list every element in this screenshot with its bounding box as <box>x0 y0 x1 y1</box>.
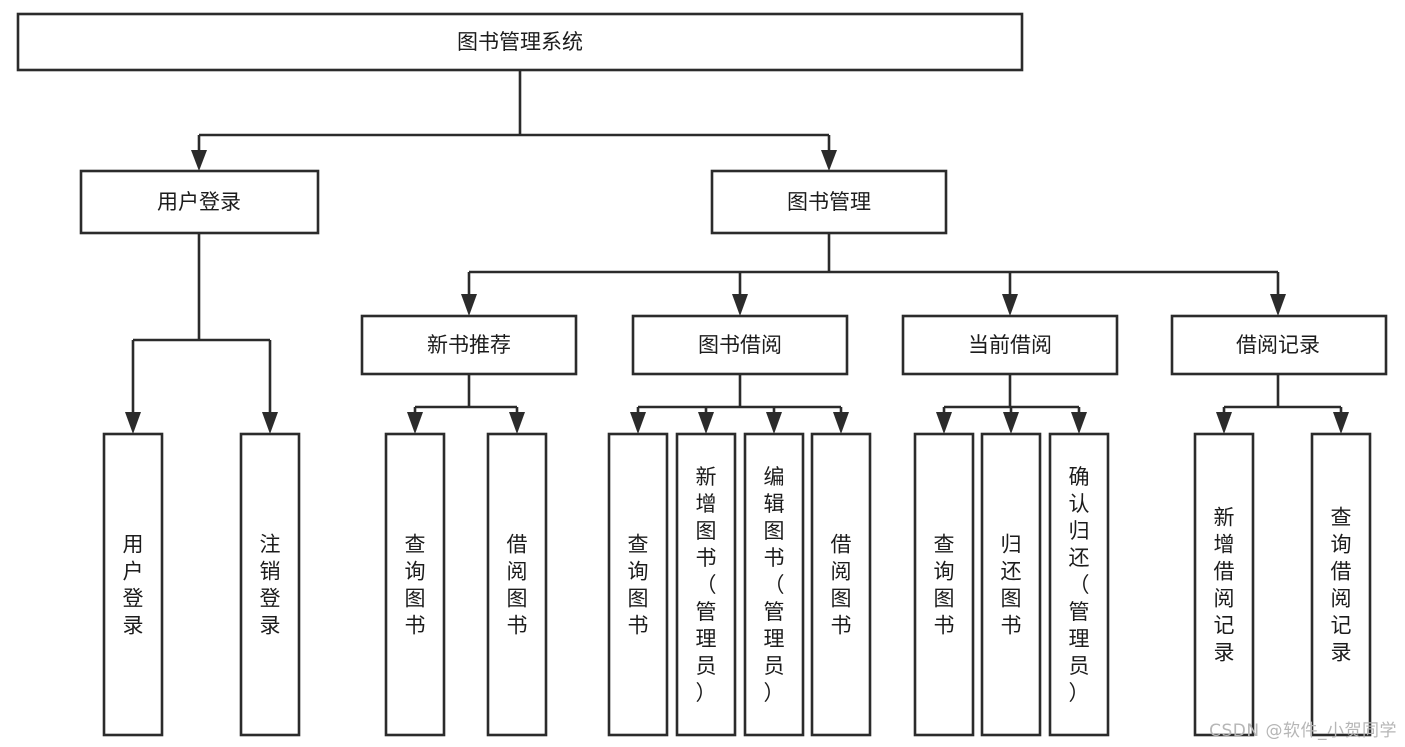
leaf-node-borrow-book-recommend[interactable]: 借阅图书 <box>486 432 548 737</box>
node-user-login-box[interactable] <box>79 169 320 235</box>
leaf-node-query-book-current[interactable]: 查询图书 <box>913 432 975 737</box>
node-book-borrow-box[interactable] <box>631 314 849 376</box>
node-new-book-recommend-label: 新书推荐 <box>427 333 511 357</box>
arrowhead-leaf-query-borrow-record <box>1333 412 1349 434</box>
arrowhead-leaf-borrow-book-recommend <box>509 412 525 434</box>
node-new-book-recommend-box[interactable] <box>360 314 578 376</box>
leaf-node-logout[interactable]: 注销登录 <box>239 432 301 737</box>
leaf-node-return-book-box[interactable] <box>980 432 1042 737</box>
leaf-node-confirm-return-admin-label: 确认归还（管理员） <box>1069 465 1090 705</box>
arrowhead-leaf-logout <box>262 412 278 434</box>
node-book-borrow-label: 图书借阅 <box>698 333 782 357</box>
leaf-node-query-book-recommend[interactable]: 查询图书 <box>384 432 446 737</box>
leaf-node-add-borrow-record[interactable]: 新增借阅记录 <box>1193 432 1255 737</box>
leaf-node-edit-book-admin-label: 编辑图书（管理员） <box>764 465 785 705</box>
node-root-label: 图书管理系统 <box>457 30 583 54</box>
connector-group-user-login <box>125 233 278 434</box>
node-current-borrow[interactable]: 当前借阅 <box>901 314 1119 376</box>
node-borrow-record-label: 借阅记录 <box>1236 333 1320 357</box>
leaf-node-borrow-book-recommend-label: 借阅图书 <box>507 533 528 638</box>
leaf-node-user-login[interactable]: 用户登录 <box>102 432 164 737</box>
leaf-node-borrow-book-recommend-box[interactable] <box>486 432 548 737</box>
arrowhead-leaf-borrow-book <box>833 412 849 434</box>
leaf-node-query-borrow-record-box[interactable] <box>1310 432 1372 737</box>
arrowhead-leaf-query-book-recommend <box>407 412 423 434</box>
connector-group-book-borrow <box>630 374 849 434</box>
leaf-node-query-book-borrow[interactable]: 查询图书 <box>607 432 669 737</box>
node-root[interactable]: 图书管理系统 <box>16 12 1024 72</box>
leaf-node-user-login-label: 用户登录 <box>123 533 144 638</box>
leaf-node-add-borrow-record-box[interactable] <box>1193 432 1255 737</box>
leaf-node-query-book-borrow-label: 查询图书 <box>628 533 649 638</box>
node-new-book-recommend[interactable]: 新书推荐 <box>360 314 578 376</box>
node-book-management-label: 图书管理 <box>787 190 871 214</box>
arrowhead-current-borrow <box>1002 294 1018 316</box>
node-root-box[interactable] <box>16 12 1024 72</box>
leaf-node-query-book-borrow-box[interactable] <box>607 432 669 737</box>
connector-group-current-borrow <box>936 374 1087 434</box>
node-current-borrow-box[interactable] <box>901 314 1119 376</box>
arrowhead-book-borrow <box>732 294 748 316</box>
leaf-node-query-book-current-label: 查询图书 <box>934 533 955 638</box>
csdn-watermark: CSDN @软件_小贺同学 <box>1209 721 1397 741</box>
arrowhead-leaf-add-book-admin <box>698 412 714 434</box>
node-user-login[interactable]: 用户登录 <box>79 169 320 235</box>
node-borrow-record-box[interactable] <box>1170 314 1388 376</box>
node-current-borrow-label: 当前借阅 <box>968 333 1052 357</box>
arrowhead-user-login <box>191 150 207 171</box>
leaf-node-query-borrow-record[interactable]: 查询借阅记录 <box>1310 432 1372 737</box>
leaf-node-borrow-book-label: 借阅图书 <box>831 533 852 638</box>
leaf-node-add-borrow-record-label: 新增借阅记录 <box>1214 506 1235 665</box>
arrowhead-leaf-return-book <box>1003 412 1019 434</box>
leaf-node-add-book-admin[interactable]: 新增图书（管理员） <box>675 432 737 737</box>
leaf-node-query-book-recommend-label: 查询图书 <box>405 533 426 638</box>
node-book-management-box[interactable] <box>710 169 948 235</box>
arrowhead-leaf-edit-book-admin <box>766 412 782 434</box>
connector-group-borrow-record <box>1216 374 1349 434</box>
node-book-management[interactable]: 图书管理 <box>710 169 948 235</box>
node-book-borrow[interactable]: 图书借阅 <box>631 314 849 376</box>
arrowhead-borrow-record <box>1270 294 1286 316</box>
connector-group-book-management <box>461 233 1286 316</box>
leaf-node-edit-book-admin-box[interactable] <box>743 432 805 737</box>
leaf-node-query-book-current-box[interactable] <box>913 432 975 737</box>
leaf-node-logout-box[interactable] <box>239 432 301 737</box>
leaf-node-confirm-return-admin-box[interactable] <box>1048 432 1110 737</box>
connector-group-new-book-recommend <box>407 374 525 434</box>
leaf-node-user-login-box[interactable] <box>102 432 164 737</box>
leaf-node-add-book-admin-box[interactable] <box>675 432 737 737</box>
leaf-node-query-book-recommend-box[interactable] <box>384 432 446 737</box>
leaf-node-add-book-admin-label: 新增图书（管理员） <box>696 465 717 705</box>
connector-group-root <box>191 70 837 171</box>
arrowhead-leaf-confirm-return-admin <box>1071 412 1087 434</box>
leaf-node-return-book-label: 归还图书 <box>1001 533 1022 638</box>
leaf-node-borrow-book[interactable]: 借阅图书 <box>810 432 872 737</box>
leaf-node-query-borrow-record-label: 查询借阅记录 <box>1331 506 1352 665</box>
arrowhead-leaf-query-book-borrow <box>630 412 646 434</box>
leaf-node-logout-label: 注销登录 <box>260 533 281 638</box>
arrowhead-leaf-query-book-current <box>936 412 952 434</box>
arrowhead-leaf-add-borrow-record <box>1216 412 1232 434</box>
leaf-node-edit-book-admin[interactable]: 编辑图书（管理员） <box>743 432 805 737</box>
arrowhead-book-management <box>821 150 837 171</box>
arrowhead-leaf-user-login <box>125 412 141 434</box>
arrowhead-new-book-recommend <box>461 294 477 316</box>
leaf-node-borrow-book-box[interactable] <box>810 432 872 737</box>
node-borrow-record[interactable]: 借阅记录 <box>1170 314 1388 376</box>
node-user-login-label: 用户登录 <box>157 190 241 214</box>
leaf-node-confirm-return-admin[interactable]: 确认归还（管理员） <box>1048 432 1110 737</box>
leaf-node-return-book[interactable]: 归还图书 <box>980 432 1042 737</box>
